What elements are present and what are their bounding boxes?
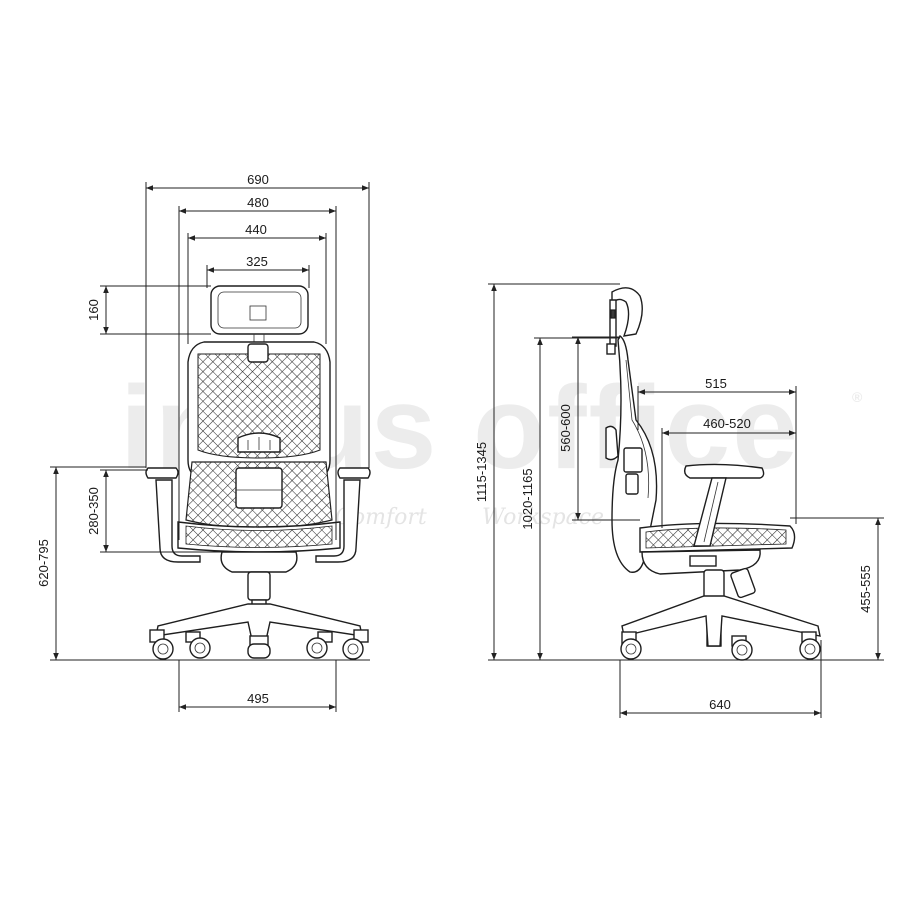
side-lumbar — [623, 447, 643, 473]
dim-base-depth: 640 — [709, 697, 731, 712]
front-casters — [149, 629, 369, 660]
dim-seat-height: 455-555 — [858, 565, 873, 613]
front-mechanism — [220, 551, 298, 573]
dim-floor-to-armrest: 620-795 — [36, 539, 51, 587]
dim-seat-frame-width: 480 — [247, 195, 269, 210]
side-view-dimensions: 1115-1345 1020-1165 560-600 515 460-520 … — [474, 283, 884, 718]
front-left-armrest-post — [155, 479, 201, 563]
front-left-armrest-pad — [145, 467, 179, 479]
dim-backrest-width: 440 — [245, 222, 267, 237]
front-view-chair — [145, 285, 371, 660]
side-armrest-post — [693, 477, 727, 547]
front-gas-lift — [247, 571, 271, 601]
side-armrest-pad — [683, 463, 765, 479]
front-right-armrest-post — [315, 479, 361, 563]
side-casters — [620, 631, 821, 661]
dim-overall-width: 690 — [247, 172, 269, 187]
front-view-dimensions: 690 480 440 325 160 280-350 620-795 — [36, 172, 370, 712]
dim-overall-depth: 515 — [705, 376, 727, 391]
dim-overall-height: 1115-1345 — [474, 442, 489, 502]
front-backrest-mesh — [197, 353, 321, 459]
side-view-chair — [605, 287, 821, 661]
front-right-armrest-pad — [337, 467, 371, 479]
dim-headrest-height: 160 — [86, 299, 101, 321]
dim-backrest-height: 560-600 — [558, 404, 573, 452]
dim-back-height: 1020-1165 — [520, 468, 535, 529]
watermark-tagline-right: Workspace — [482, 505, 604, 530]
dim-headrest-width: 325 — [246, 254, 268, 269]
dim-armrest-height: 280-350 — [86, 487, 101, 535]
dim-base-width: 495 — [247, 691, 269, 706]
side-star-base — [621, 595, 821, 647]
front-headrest — [210, 285, 309, 335]
watermark-registered-mark: ® — [852, 389, 863, 405]
dim-seat-depth: 460-520 — [703, 416, 751, 431]
side-headrest — [611, 287, 643, 337]
